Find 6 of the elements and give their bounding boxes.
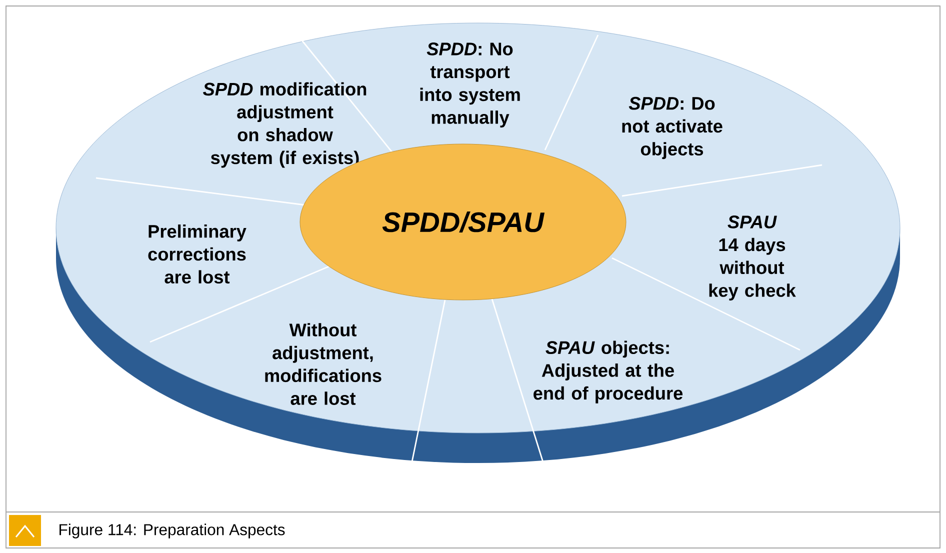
figure-caption: Figure 114: Preparation Aspects	[60, 524, 285, 538]
segment-label: SPDD: No transport into system manually	[420, 42, 520, 128]
segment-label: Without adjustment, modifications are lost	[265, 323, 382, 405]
segment-label: Preliminary corrections are lost	[148, 224, 246, 284]
segment-label: SPAU objects: Adjusted at the end of procedure	[534, 340, 683, 404]
segment-label: SPAU 14 days without key check	[709, 216, 796, 300]
